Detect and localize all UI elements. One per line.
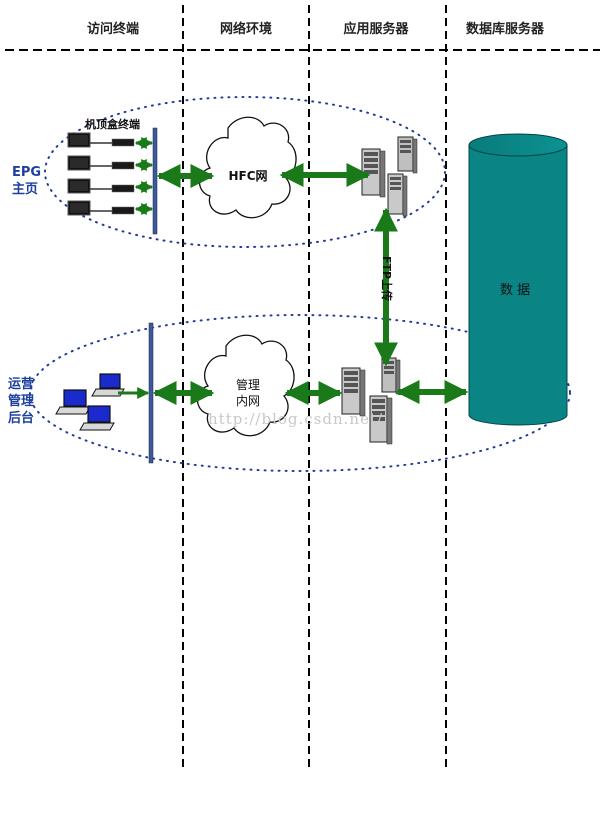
terminal-bus-bar-epg [152, 127, 158, 235]
hfc-network-label: HFC网 [228, 169, 268, 183]
server-icon [369, 395, 393, 445]
stb-terminal [67, 155, 135, 171]
ftp-upload-label: FTP上传 [380, 256, 393, 302]
laptop-icon [55, 389, 91, 415]
set-top-box-label: 机顶盒终端 [85, 118, 140, 131]
server-icon [387, 173, 408, 217]
laptop-icon [91, 373, 125, 397]
column-header-access-terminal: 访问终端 [86, 22, 139, 37]
server-icon [397, 136, 418, 174]
app-servers-ops [341, 357, 401, 445]
stb-terminal [67, 200, 135, 216]
laptop-icon [79, 405, 115, 431]
laptop-icons [55, 373, 150, 431]
ops-row-ellipse [29, 314, 571, 472]
column-header-app-server: 应用服务器 [343, 22, 409, 37]
database-label: 数 据 [500, 283, 531, 298]
watermark-text: http://blog.csdn.net/ [208, 410, 384, 428]
app-servers-epg [361, 136, 418, 217]
intranet-label: 管理 内网 [235, 378, 260, 408]
database-cylinder [468, 133, 568, 426]
row-label-ops: 运营 管理 后台 [8, 377, 35, 426]
server-icon [341, 367, 366, 417]
epg-row-ellipse [44, 96, 446, 248]
row-label-epg: EPG 主页 [12, 165, 42, 197]
stb-terminal [67, 132, 135, 148]
terminal-bus-bar-ops [148, 322, 154, 464]
stb-terminal [67, 178, 135, 194]
column-header-db-server: 数据库服务器 [465, 22, 544, 37]
column-header-network: 网络环境 [219, 22, 272, 37]
set-top-box-terminals [67, 132, 154, 216]
